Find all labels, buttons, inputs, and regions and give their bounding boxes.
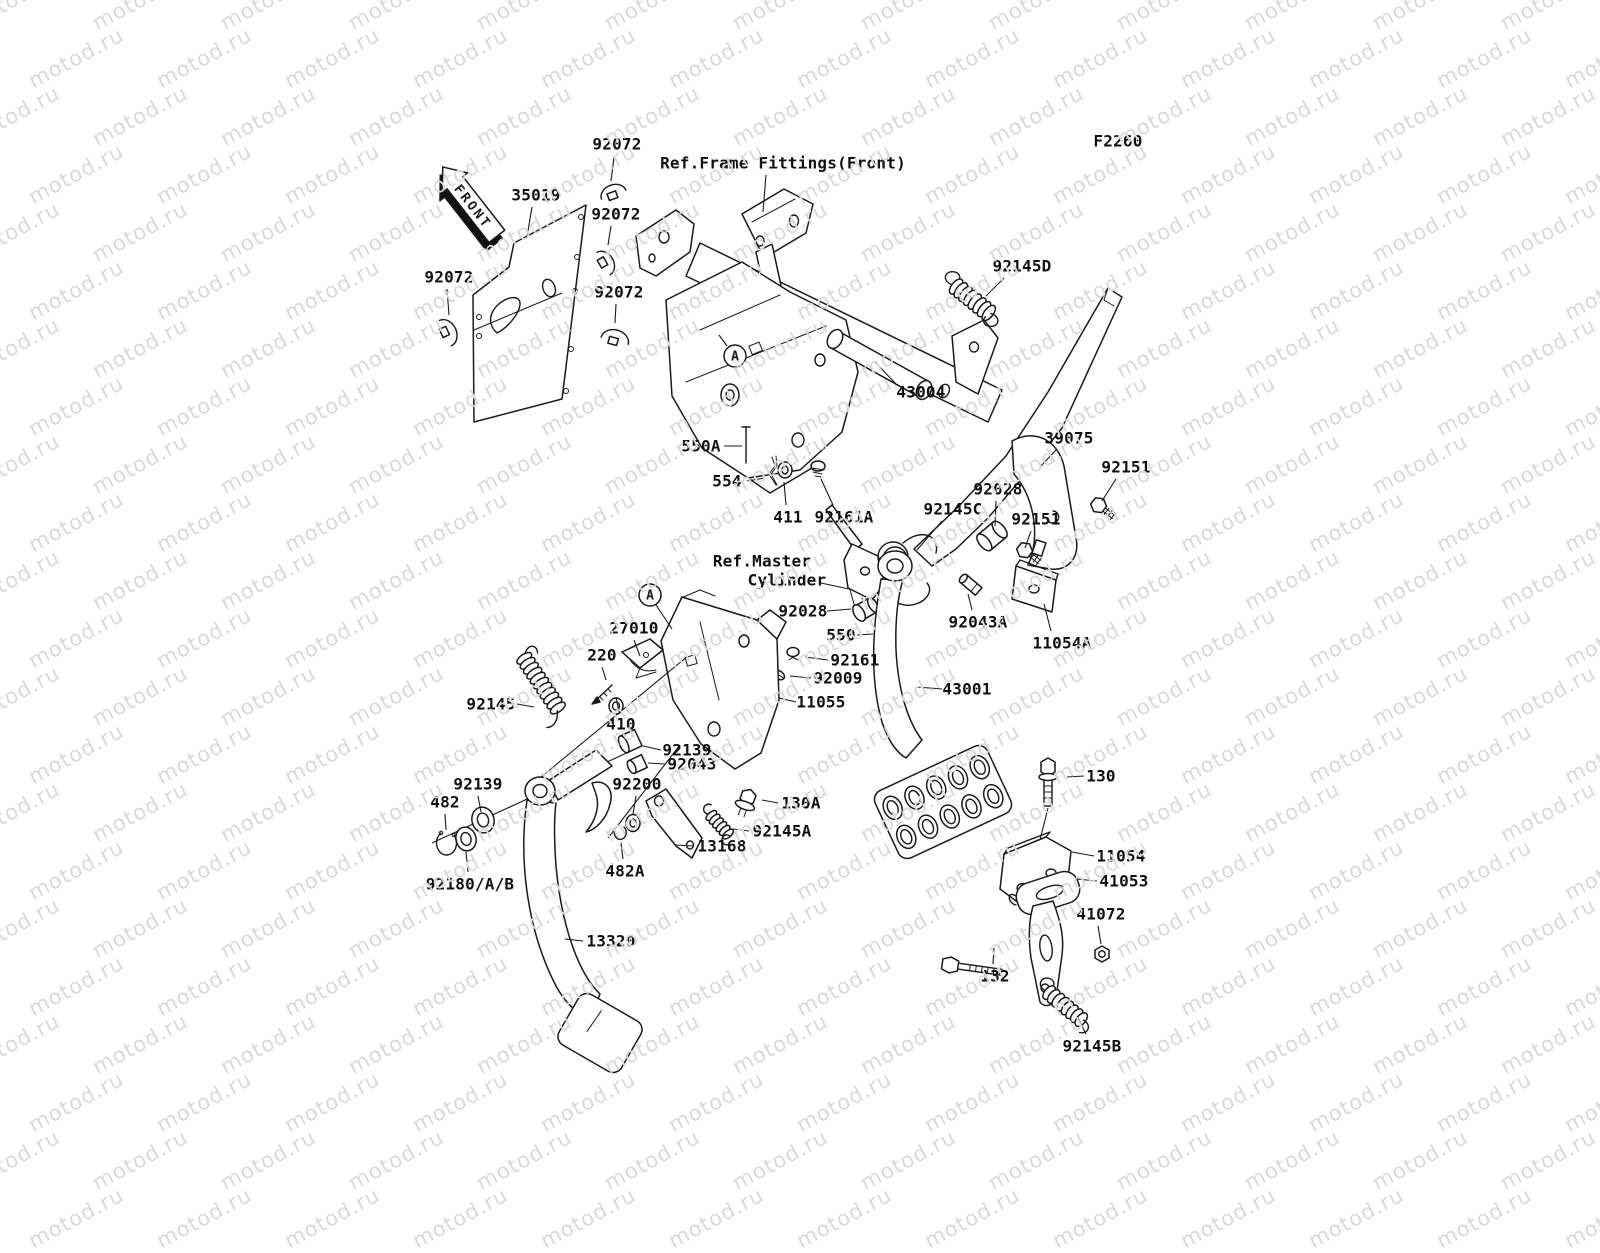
bolt-130: [1037, 757, 1058, 849]
spring-92145b: [1039, 977, 1090, 1034]
leader-line: [632, 795, 637, 815]
leader-line: [789, 675, 812, 679]
clutch-bracket-11055: [660, 589, 787, 770]
leader-line: [601, 666, 607, 681]
leader-line: [465, 851, 469, 873]
diagram-canvas: FRONT: [431, 156, 1123, 1074]
bushing-92028-center: [852, 596, 879, 622]
frame-fitting-bracket: [741, 188, 814, 259]
detail-markers: AA: [638, 334, 747, 630]
leader-line: [856, 633, 874, 636]
heat-guard-panel: [472, 204, 587, 423]
cotter-pin-554: [768, 455, 778, 486]
leader-line: [446, 288, 450, 316]
detail-marker: A: [718, 334, 747, 368]
svg-text:A: A: [646, 589, 654, 604]
leader-line: [633, 639, 641, 657]
pedal-support-bracket: [665, 243, 859, 494]
leader-line: [916, 520, 943, 551]
spring-92145: [516, 645, 566, 729]
leader-line: [1024, 530, 1032, 549]
leader-lines: [444, 156, 1117, 1035]
brake-pedal-upper-arm: [913, 287, 1123, 567]
leader-line: [916, 686, 943, 690]
leader-line: [967, 593, 973, 611]
leader-line: [444, 813, 447, 831]
bushing-92028-upper: [976, 520, 1008, 552]
leader-line: [804, 656, 829, 661]
leader-line: [778, 697, 797, 703]
sleeve-92043a: [958, 573, 983, 597]
leader-line: [1043, 603, 1052, 632]
master-cylinder-clevis: [825, 504, 887, 613]
leader-line: [874, 361, 898, 386]
leader-line: [1076, 1015, 1087, 1035]
brake-pedal-43001: [872, 550, 1013, 860]
detail-marker: A: [638, 583, 673, 630]
leader-line: [674, 844, 695, 847]
leader-line: [610, 156, 615, 182]
leader-line: [985, 277, 1005, 297]
leader-line: [826, 608, 852, 612]
collar-410: [608, 697, 624, 715]
clevis-pin-550a: [741, 426, 751, 464]
bushing-92139: [617, 728, 643, 754]
leader-line: [1066, 775, 1085, 778]
leader-line: [1097, 925, 1102, 945]
leader-line: [783, 481, 787, 506]
spring-92145a: [702, 803, 735, 846]
leader-line: [564, 938, 584, 942]
washer-92200: [625, 813, 641, 833]
bolt-130a: [734, 788, 757, 818]
leader-line: [1075, 878, 1098, 882]
leader-line: [820, 582, 850, 590]
leader-line: [1071, 851, 1095, 857]
leader-line: [477, 795, 482, 813]
leader-line: [746, 477, 766, 482]
leader-line: [992, 947, 995, 965]
release-lever-13168: [645, 788, 703, 859]
leader-line: [762, 174, 767, 213]
cable-clamp: [600, 183, 627, 202]
switch-27010: [621, 638, 664, 679]
bracket-11054a: [1011, 559, 1059, 613]
leader-line: [607, 225, 612, 246]
leader-line: [615, 696, 620, 713]
nut-41072: [1094, 945, 1110, 963]
leader-line: [732, 828, 750, 832]
assembly-axis-lines: [431, 655, 689, 844]
washer-411: [777, 461, 793, 479]
cable-clamp: [438, 318, 458, 347]
snap-ring-482: [435, 830, 458, 856]
leader-line: [642, 745, 662, 751]
stopper-bracket-39075: [1011, 435, 1078, 570]
cross-tube-43004: [826, 328, 933, 401]
leader-line: [647, 762, 666, 765]
cable-clamp: [596, 250, 616, 276]
leader-line: [994, 500, 997, 527]
leader-line: [820, 478, 834, 506]
screw-220: [591, 684, 613, 705]
spring-92145d: [944, 271, 999, 328]
left-wing-bracket: [635, 209, 695, 277]
svg-text:A: A: [731, 350, 739, 365]
leader-line: [620, 842, 624, 860]
clutch-pedal-13320: [523, 749, 643, 1074]
leader-line: [761, 799, 779, 804]
front-arrow: FRONT: [439, 166, 506, 252]
bolt-92151: [1015, 542, 1042, 565]
cable-clamp: [600, 328, 630, 347]
leader-line: [1101, 478, 1117, 502]
leader-line: [526, 206, 533, 238]
leader-line: [516, 703, 535, 708]
leader-line: [1039, 449, 1057, 468]
bushing-92043: [626, 753, 649, 775]
leader-line: [614, 303, 617, 324]
fitting-92161: [786, 646, 800, 661]
e-clip-482a: [613, 826, 627, 841]
bolt-132: [940, 956, 1003, 976]
bolt-92161a: [810, 460, 826, 478]
